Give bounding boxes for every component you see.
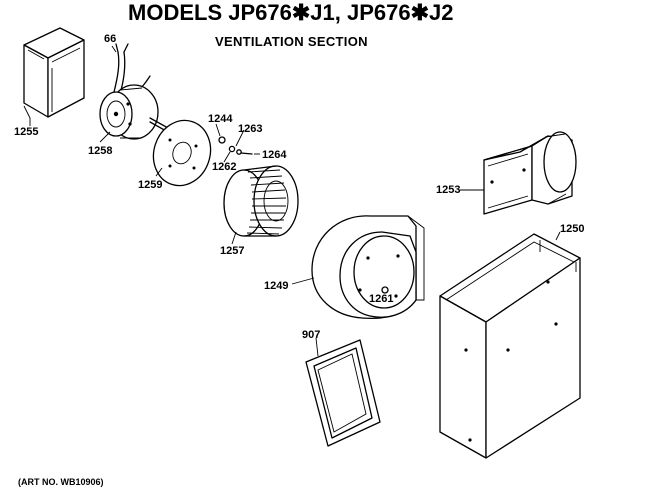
- label-1261: 1261: [369, 293, 393, 305]
- label-1259: 1259: [138, 179, 162, 191]
- part-1255-bracket[interactable]: [23, 27, 85, 118]
- label-66: 66: [104, 33, 116, 45]
- part-907-filter[interactable]: [305, 339, 381, 447]
- label-1250: 1250: [560, 223, 584, 235]
- part-1244-1262-1263-hardware[interactable]: [218, 136, 253, 155]
- diagram-title: MODELS JP676✱J1, JP676✱J2: [128, 0, 454, 25]
- diagram-subtitle: VENTILATION SECTION: [215, 34, 368, 49]
- label-1255: 1255: [14, 126, 38, 138]
- label-1253: 1253: [436, 184, 460, 196]
- part-1250-enclosure[interactable]: [439, 233, 581, 459]
- blower-blades: [246, 169, 287, 235]
- label-1264: 1264: [262, 149, 287, 161]
- label-1244: 1244: [208, 113, 233, 125]
- part-1249-blower-housing[interactable]: [311, 215, 425, 320]
- part-1257-blower-wheel[interactable]: [223, 165, 299, 237]
- label-1257: 1257: [220, 245, 244, 257]
- label-1258: 1258: [88, 145, 112, 157]
- art-number: (ART NO. WB10906): [18, 477, 104, 487]
- label-1249: 1249: [264, 280, 288, 292]
- label-907: 907: [302, 329, 320, 341]
- leader-lines: [23, 45, 561, 357]
- label-1262: 1262: [212, 161, 236, 173]
- label-1263: 1263: [238, 123, 262, 135]
- part-1258-motor[interactable]: [99, 84, 169, 140]
- part-1259-motor-plate[interactable]: [145, 113, 219, 193]
- part-1253-duct-adapter[interactable]: [483, 131, 577, 215]
